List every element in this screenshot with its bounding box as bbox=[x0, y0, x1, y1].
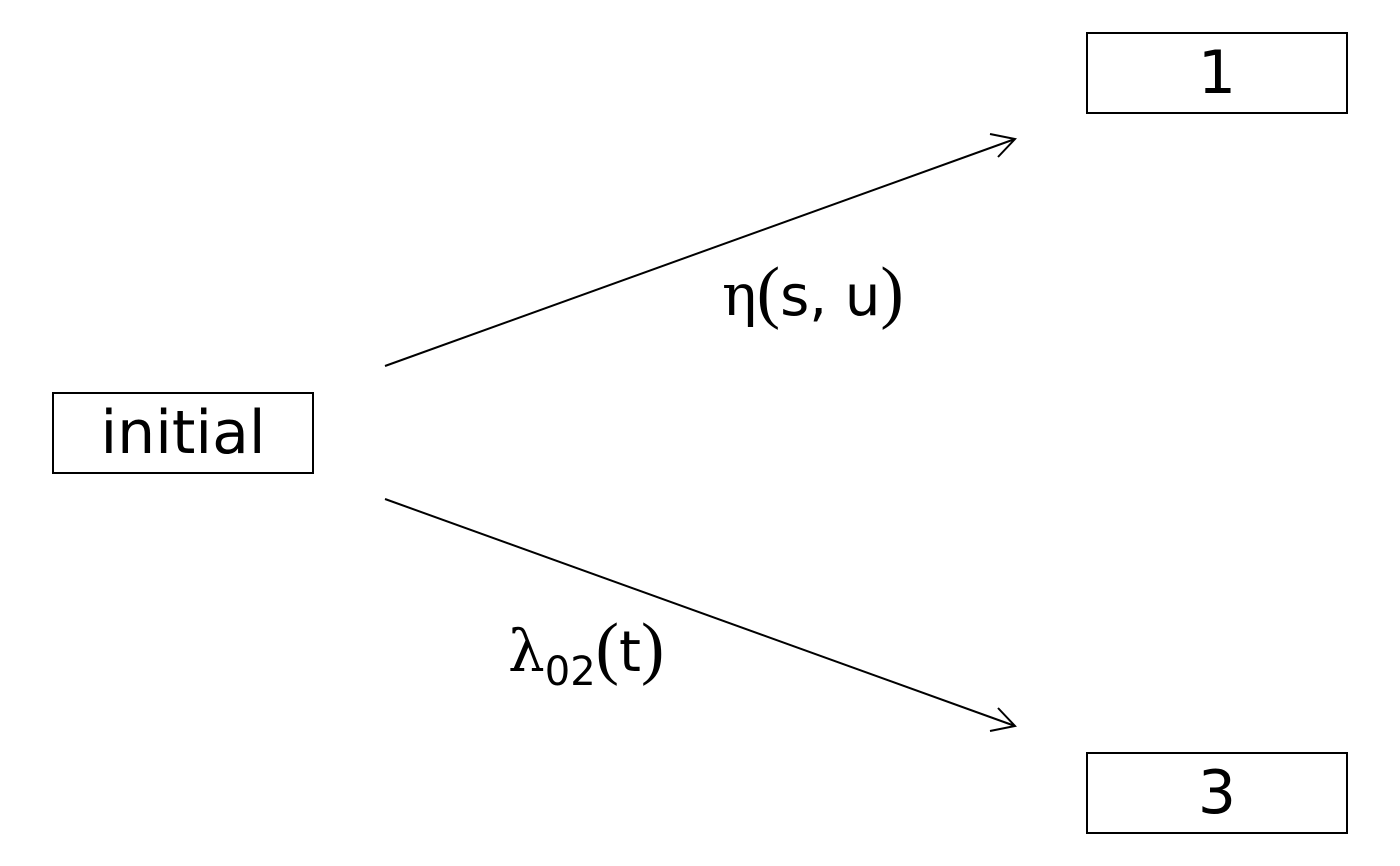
open-paren: ( bbox=[756, 254, 781, 331]
transition-label-eta: η(s, u) bbox=[722, 258, 904, 328]
state-1-label: 1 bbox=[1197, 38, 1237, 108]
open-paren: ( bbox=[595, 610, 619, 687]
state-initial-label: initial bbox=[100, 398, 266, 468]
arrow-initial-to-3 bbox=[384, 498, 1017, 732]
lambda-argument: t bbox=[618, 620, 641, 685]
state-3-box: 3 bbox=[1086, 752, 1348, 834]
state-initial-box: initial bbox=[52, 392, 314, 474]
transition-label-lambda: λ02(t) bbox=[508, 614, 664, 693]
eta-symbol: η bbox=[722, 261, 757, 329]
eta-arguments: s, u bbox=[780, 264, 881, 329]
state-1-box: 1 bbox=[1086, 32, 1348, 114]
arrow-initial-to-1 bbox=[384, 133, 1017, 367]
lambda-subscript: 02 bbox=[544, 649, 596, 695]
lambda-symbol: λ bbox=[508, 617, 545, 685]
state-3-label: 3 bbox=[1197, 758, 1237, 828]
close-paren: ) bbox=[880, 254, 904, 331]
close-paren: ) bbox=[640, 610, 665, 687]
